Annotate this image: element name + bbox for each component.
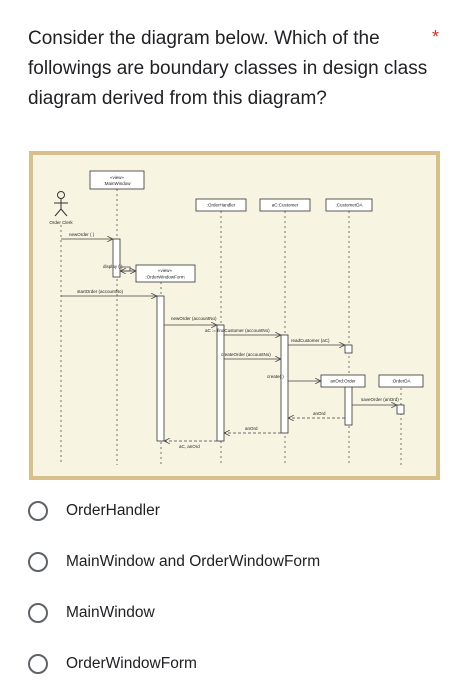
option-mainwindow[interactable]: MainWindow [28, 600, 155, 626]
order-handler-box: :OrderHandler [207, 203, 236, 208]
customer-da-box: :CustomerDA [335, 203, 362, 208]
sequence-diagram: Order Clerk «view» :MainWindow :OrderHan… [29, 151, 440, 480]
question-text: Consider the diagram below. Which of the… [28, 28, 428, 109]
order-window-form-box: :OrderWindowForm [145, 275, 185, 280]
option-mainwindow-and-orderwindowform[interactable]: MainWindow and OrderWindowForm [28, 549, 320, 575]
actor-order-clerk [54, 191, 68, 217]
order-window-form-stereotype: «view» [158, 268, 173, 273]
msg-find-customer: aC := findCustomer (accountNo) [205, 328, 270, 333]
msg-read-customer: readCustomer (aC) [291, 338, 330, 343]
radio-button[interactable] [28, 603, 48, 623]
msg-new-order: newOrder ( ) [69, 232, 95, 237]
main-window-box: :MainWindow [103, 181, 131, 186]
msg-create-order: createOrder (accountNo) [221, 352, 271, 357]
radio-button[interactable] [28, 654, 48, 674]
msg-create: create( ) [267, 374, 284, 379]
msg-return-anord-2: anOrd [245, 426, 258, 431]
customer-box: aC:Customer [272, 203, 299, 208]
option-label: MainWindow and OrderWindowForm [66, 553, 321, 570]
msg-new-order-account: newOrder (accountNo) [171, 316, 217, 321]
msg-return-anord-1: anOrd [313, 411, 326, 416]
radio-button[interactable] [28, 501, 48, 521]
msg-return-ac-anord: aC, anOrd [179, 444, 200, 449]
option-order-handler[interactable]: OrderHandler [28, 498, 160, 524]
option-label: OrderWindowForm [66, 655, 197, 672]
msg-start-order: startOrder (accountNo) [77, 289, 124, 294]
option-orderwindowform[interactable]: OrderWindowForm [28, 651, 197, 677]
main-window-stereotype: «view» [110, 175, 125, 180]
option-label: MainWindow [66, 604, 155, 621]
required-asterisk: * [432, 27, 440, 47]
option-label: OrderHandler [66, 502, 160, 519]
msg-save-order: saveOrder (anOrd) [361, 397, 399, 402]
radio-button[interactable] [28, 552, 48, 572]
order-da-box: :OrderDA [391, 379, 410, 384]
order-box: anOrd:Order [330, 379, 356, 384]
actor-label: Order Clerk [49, 220, 73, 225]
msg-display: display ( ) [103, 264, 123, 269]
